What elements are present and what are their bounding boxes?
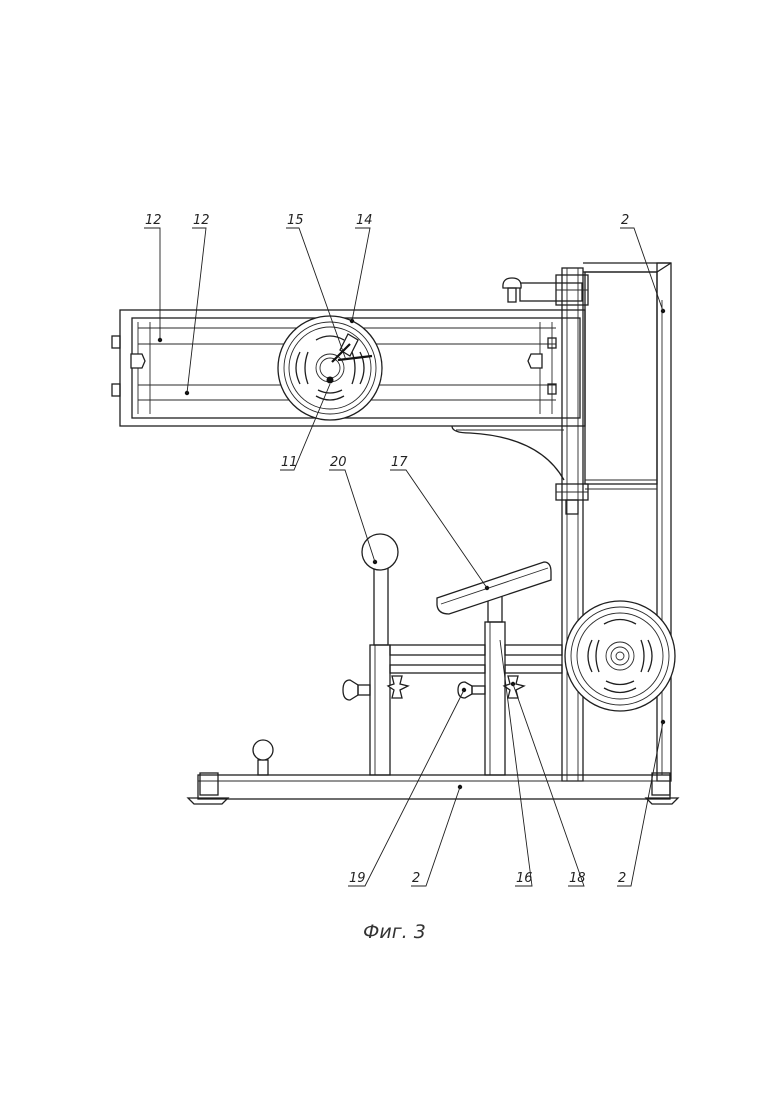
label-spring: 15 — [287, 213, 304, 228]
label-guide-b: 12 — [193, 213, 210, 228]
label-knob: 18 — [569, 871, 586, 886]
label-seat: 17 — [391, 455, 408, 470]
lower-subframe — [343, 534, 562, 775]
vertical-column — [503, 268, 588, 781]
label-cam: 14 — [356, 213, 373, 228]
label-guide-a: 12 — [145, 213, 162, 228]
label-base: 2 — [412, 871, 420, 886]
label-post: 16 — [516, 871, 533, 886]
label-axle: 11 — [281, 455, 298, 470]
label-frame-right-bottom: 2 — [618, 871, 626, 886]
label-clamp: 19 — [349, 871, 366, 886]
lower-wheel — [565, 601, 675, 711]
upper-wheel — [278, 316, 382, 420]
label-handle: 20 — [330, 455, 347, 470]
base-frame — [188, 740, 678, 804]
figure-caption: Фиг. 3 — [363, 921, 426, 943]
label-frame-right-top: 2 — [621, 213, 629, 228]
